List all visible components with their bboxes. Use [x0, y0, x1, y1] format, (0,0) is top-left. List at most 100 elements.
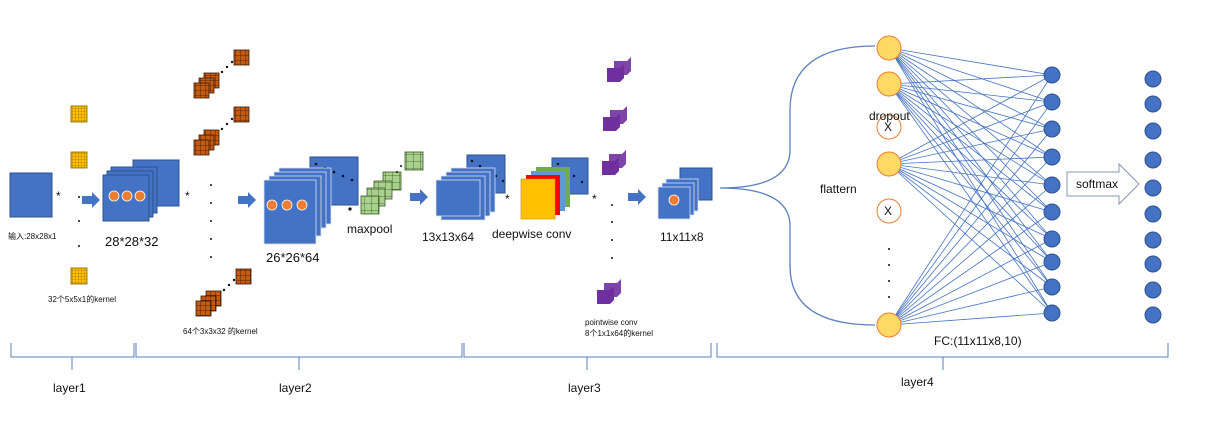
fc-connection-line [888, 47, 1053, 240]
softmax-output-node [1144, 151, 1162, 169]
conv2-output-stack [263, 156, 359, 245]
fc-connection-line [888, 74, 1053, 85]
fc-output-node [1043, 120, 1061, 138]
fc-nodes [876, 35, 1162, 338]
softmax-output-node [1144, 70, 1162, 88]
conv2-operator: * [185, 189, 190, 203]
kernel5-label: 32个5x5x1的kernel [48, 294, 116, 304]
fc-connection-line [888, 47, 1053, 314]
arrow-icon [410, 189, 428, 205]
layer4-group: flattern dropout X X FC:(11x11x8,10) sof… [719, 35, 1162, 348]
kernel5-icon [70, 105, 88, 123]
fc-connection-line [888, 156, 1053, 326]
fc-connection-line [888, 83, 1053, 263]
layer3-output-stack [657, 167, 713, 220]
input-node [876, 151, 902, 177]
fc-connection-line [888, 83, 1053, 240]
activation-icon [108, 190, 120, 202]
softmax-output-node [1144, 95, 1162, 113]
flatten-brace [719, 45, 876, 326]
fc-connection-line [888, 312, 1053, 326]
input-node [876, 312, 902, 338]
fc-connection-line [888, 211, 1053, 326]
activation-icon [296, 199, 308, 211]
fc-connection-line [888, 47, 1053, 288]
softmax-output-node [1144, 122, 1162, 140]
ellipsis-icon [611, 204, 613, 259]
fc-output-node [1043, 66, 1061, 84]
conv1-operator: * [56, 189, 61, 203]
kernel5-icon [70, 267, 88, 285]
conv2-output-label: 26*26*64 [266, 250, 320, 265]
input-image [9, 172, 53, 218]
activation-icon [121, 190, 133, 202]
fc-output-node [1043, 278, 1061, 296]
layer4-label: layer4 [901, 375, 934, 389]
fc-connection-line [888, 101, 1053, 326]
fc-connection-line [888, 83, 1053, 130]
pool-output-label: 13x13x64 [422, 230, 474, 244]
fc-connection-line [888, 83, 1053, 314]
ellipsis-icon [78, 196, 80, 247]
ellipsis-icon [888, 248, 890, 298]
pointwise-label-line2: 8个1x1x64的kernel [585, 328, 653, 338]
softmax-output-node [1144, 231, 1162, 249]
fc-connection-line [888, 74, 1053, 165]
fc-connection-line [888, 83, 1053, 158]
softmax-output-node [1144, 281, 1162, 299]
fc-connection-line [888, 128, 1053, 326]
arrow-icon [628, 189, 646, 205]
kernel3-group [193, 49, 252, 317]
kernel3-label: 64个3x3x32 的kernel [183, 326, 258, 336]
fc-output-node [1043, 253, 1061, 271]
fc-connection-line [888, 163, 1053, 288]
fc-connection-line [888, 47, 1053, 103]
softmax-label: softmax [1076, 177, 1118, 191]
fc-label: FC:(11x11x8,10) [934, 334, 1022, 348]
layer3-label: layer3 [568, 381, 601, 395]
fc-connection-line [888, 163, 1053, 240]
fc-output-node [1043, 230, 1061, 248]
pool-output-stack [435, 154, 506, 221]
fc-connection-line [888, 47, 1053, 76]
softmax-output-node [1144, 205, 1162, 223]
fc-connection-line [888, 83, 1053, 213]
fc-connection-line [888, 286, 1053, 326]
dropped-input-node [876, 114, 902, 140]
dropped-input-node [876, 198, 902, 224]
depthwise-operator: * [505, 192, 510, 206]
pointwise-kernel-group [597, 57, 631, 304]
maxpool-dot [348, 207, 352, 211]
fc-output-node [1043, 148, 1061, 166]
fc-connection-line [888, 261, 1053, 326]
fc-output-node [1043, 203, 1061, 221]
depthwise-kernel-stack [520, 157, 589, 220]
layer-brackets [10, 343, 1169, 370]
layer1-group: 输入:28x28x1 * 32个5x5x1的kernel 28*28*32 [8, 105, 180, 304]
softmax-output-node [1144, 255, 1162, 273]
fc-connection-line [888, 83, 1053, 288]
fc-connection-line [888, 238, 1053, 326]
softmax-output-node [1144, 179, 1162, 197]
softmax-output-node [1144, 306, 1162, 324]
fc-connection-line [888, 163, 1053, 213]
depthwise-label: deepwise conv [492, 227, 571, 241]
fc-connection-line [888, 163, 1053, 186]
fc-connection-line [888, 47, 1053, 213]
fc-output-node [1043, 176, 1061, 194]
layer3-group: * deepwise conv * poi [492, 57, 713, 338]
maxpool-icon [360, 151, 424, 215]
fc-connection-line [888, 47, 1053, 158]
fc-output-node [1043, 304, 1061, 322]
layer1-label: layer1 [53, 381, 86, 395]
fc-connection-line [888, 83, 1053, 186]
pointwise-label-line1: pointwise conv [585, 318, 637, 327]
layer3-output-label: 11x11x8 [660, 230, 704, 244]
conv1-output-stack [102, 159, 180, 222]
activation-icon [134, 190, 146, 202]
input-node [876, 71, 902, 97]
activation-icon [281, 199, 293, 211]
flatten-label: flattern [820, 182, 857, 196]
fc-connection-line [888, 184, 1053, 326]
fc-connection-line [888, 101, 1053, 165]
